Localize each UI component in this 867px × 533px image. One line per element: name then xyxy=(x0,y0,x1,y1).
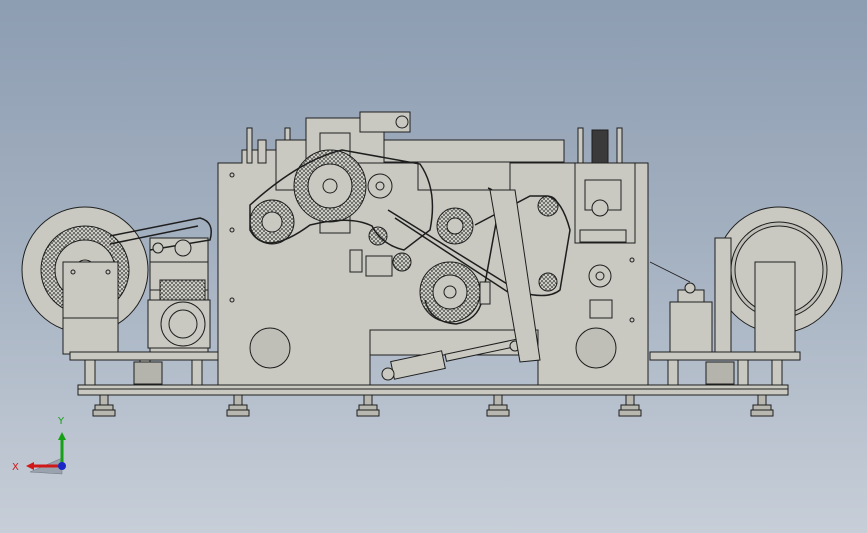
left-drive-belt xyxy=(109,217,212,251)
top-right-assembly xyxy=(574,127,636,244)
right-frame xyxy=(649,261,801,386)
pneumatic-cylinder xyxy=(381,337,526,381)
y-axis-arrowhead xyxy=(58,432,66,440)
view-orientation-triad: Y X xyxy=(12,416,66,475)
upper-gear xyxy=(293,149,367,223)
vertical-arm xyxy=(489,189,541,363)
left-small-gear xyxy=(249,199,295,245)
right-rewind-bracket xyxy=(714,237,796,357)
x-axis-arrowhead xyxy=(26,462,34,470)
y-axis-label: Y xyxy=(57,416,65,427)
base-rail xyxy=(77,384,789,396)
left-unwind-bracket xyxy=(62,261,119,355)
z-axis-indicator xyxy=(58,462,66,470)
lower-main-gear xyxy=(419,261,481,323)
small-brackets xyxy=(349,249,613,319)
x-axis-label: X xyxy=(12,462,19,473)
leveling-feet xyxy=(92,394,774,417)
center-gear xyxy=(436,207,474,245)
left-motor xyxy=(147,239,211,349)
